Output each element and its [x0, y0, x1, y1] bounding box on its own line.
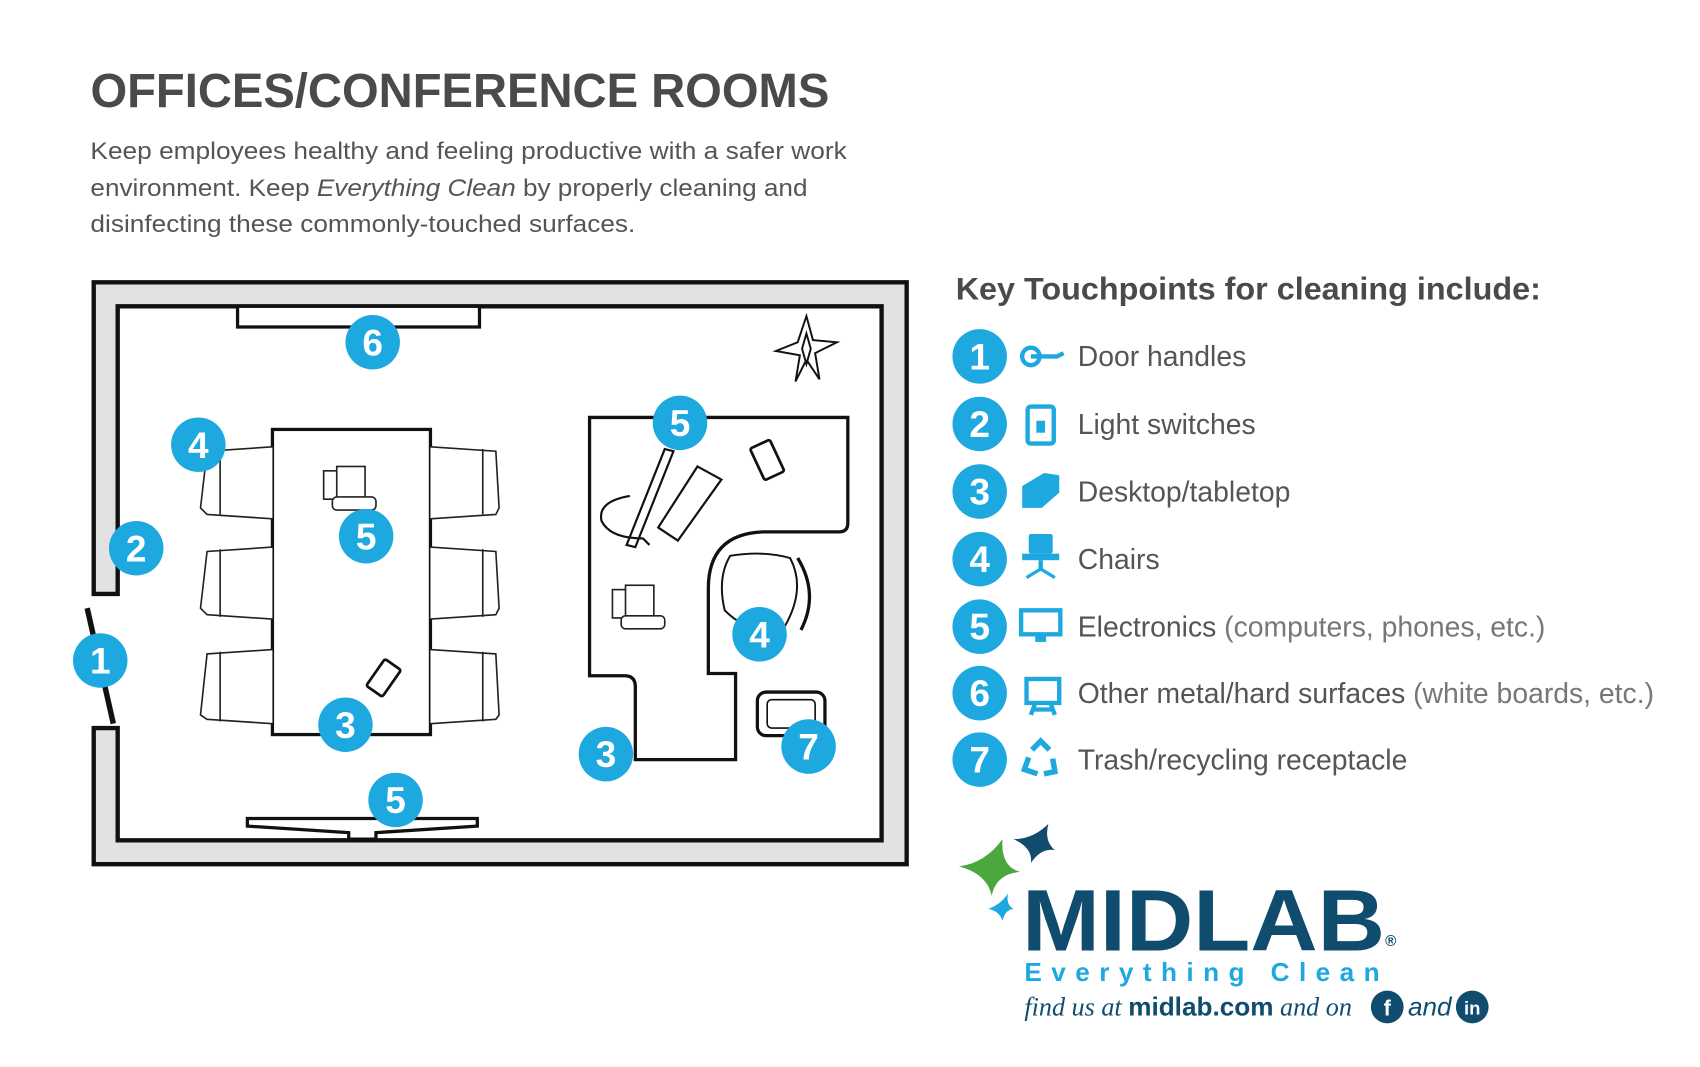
touchpoint-badge: 2: [108, 520, 164, 576]
brand-name: MIDLAB: [1022, 872, 1385, 969]
desk-icon: [1022, 473, 1060, 508]
floor-plan: 6 4 2 1 5 3 5 5 4 3 7: [73, 280, 909, 867]
key-heading: Key Touchpoints for cleaning include:: [956, 271, 1541, 307]
svg-text:5: 5: [385, 779, 406, 821]
svg-text:4: 4: [749, 613, 770, 655]
key-label: Light switches: [1078, 409, 1256, 441]
key-item-electronics: 5 Electronics (computers, phones, etc.): [952, 599, 1546, 654]
svg-text:5: 5: [670, 402, 691, 444]
whiteboard-icon: [1024, 676, 1062, 716]
key-label: Other metal/hard surfaces: [1078, 678, 1406, 710]
key-item-light-switches: 2 Light switches: [952, 396, 1256, 452]
intro-line-2: environment. Keep Everything Clean by pr…: [90, 175, 807, 202]
key-number: 6: [969, 672, 990, 714]
key-item-chairs: 4 Chairs: [952, 531, 1160, 587]
touchpoint-badge: 5: [368, 772, 423, 828]
svg-text:2: 2: [126, 527, 147, 569]
key-number: 5: [969, 606, 990, 648]
key-number: 4: [969, 538, 990, 580]
touchpoint-badge: 6: [345, 315, 400, 370]
wall: [91, 280, 909, 867]
key-note: (white boards, etc.): [1413, 678, 1654, 710]
midlab-logo: MIDLAB ® Everything Clean find us at mid…: [958, 823, 1489, 1024]
svg-text:6: 6: [362, 321, 383, 363]
chair-icon: [1022, 534, 1060, 580]
key-item-desktop: 3 Desktop/tabletop: [952, 464, 1291, 519]
registered-mark: ®: [1385, 933, 1396, 950]
light-switch-icon: [1025, 404, 1056, 446]
key-number: 7: [969, 739, 990, 781]
key-item-hard-surfaces: 6 Other metal/hard surfaces (white board…: [952, 665, 1654, 721]
touchpoint-badge: 7: [781, 719, 836, 774]
intro-line-3: disinfecting these commonly-touched surf…: [90, 211, 635, 238]
find-us-line: find us at midlab.com and on: [1024, 992, 1352, 1022]
find-us-and: and: [1408, 992, 1453, 1022]
key-label: Trash/recycling receptacle: [1078, 744, 1408, 776]
monitor-icon: [1018, 608, 1063, 642]
facebook-icon[interactable]: f: [1370, 990, 1404, 1024]
svg-text:f: f: [1384, 996, 1392, 1021]
desk-phone-icon: [611, 584, 666, 630]
touchpoint-badge: 3: [578, 726, 634, 782]
touchpoint-badge: 4: [732, 607, 787, 662]
key-note: (computers, phones, etc.): [1224, 611, 1545, 643]
key-label: Chairs: [1078, 544, 1160, 576]
touchpoint-badge: 4: [171, 417, 226, 472]
find-us-text: and on: [1273, 993, 1351, 1022]
key-label: Door handles: [1078, 341, 1247, 373]
svg-text:Other metal/hard surfaces (whi: Other metal/hard surfaces (white boards,…: [1078, 678, 1654, 710]
sparkle-green-icon: [958, 839, 1020, 896]
key-number: 1: [969, 335, 990, 377]
touchpoint-key: Key Touchpoints for cleaning include: 1 …: [952, 271, 1654, 787]
tv-console: [245, 816, 479, 841]
plant-icon: [772, 312, 841, 382]
key-item-trash: 7 Trash/recycling receptacle: [952, 732, 1408, 787]
svg-text:7: 7: [798, 726, 819, 768]
door-handle-icon: [1019, 345, 1065, 368]
key-number: 3: [969, 471, 990, 513]
touchpoint-badge: 5: [338, 508, 394, 564]
office-desk: [587, 415, 850, 762]
touchpoint-badge: 1: [73, 633, 128, 688]
svg-text:3: 3: [596, 733, 617, 775]
find-us-text: find us at: [1024, 993, 1128, 1022]
key-item-door-handles: 1 Door handles: [952, 329, 1247, 384]
page-title: OFFICES/CONFERENCE ROOMS: [90, 65, 829, 118]
svg-text:4: 4: [188, 424, 209, 466]
linkedin-icon[interactable]: in: [1455, 990, 1489, 1024]
chairs: [199, 446, 500, 725]
intro-emphasis: Everything Clean: [317, 175, 516, 202]
office-chair-icon: [720, 552, 812, 631]
key-number: 2: [969, 403, 990, 445]
tablet-icon: [365, 658, 402, 698]
svg-text:1: 1: [90, 640, 111, 682]
sparkle-navy-icon: [1013, 823, 1055, 864]
svg-text:in: in: [1464, 998, 1480, 1019]
touchpoint-badge: 3: [318, 697, 373, 752]
key-label: Electronics: [1078, 611, 1217, 643]
sparkle-blue-icon: [988, 893, 1014, 921]
key-label: Desktop/tabletop: [1078, 476, 1291, 508]
recycle-icon: [1020, 737, 1058, 777]
touchpoint-badge: 5: [652, 395, 708, 451]
svg-text:5: 5: [356, 515, 377, 557]
computer-icon: [599, 447, 724, 549]
svg-text:Electronics (computers, phones: Electronics (computers, phones, etc.): [1078, 611, 1546, 643]
desk-phone-icon: [322, 465, 377, 511]
tablet-icon: [749, 438, 786, 481]
intro-text: environment. Keep: [90, 175, 316, 202]
website-link[interactable]: midlab.com: [1128, 992, 1273, 1022]
intro-text: by properly cleaning and: [516, 175, 808, 202]
intro-line-1: Keep employees healthy and feeling produ…: [90, 138, 847, 165]
svg-text:3: 3: [335, 704, 356, 746]
